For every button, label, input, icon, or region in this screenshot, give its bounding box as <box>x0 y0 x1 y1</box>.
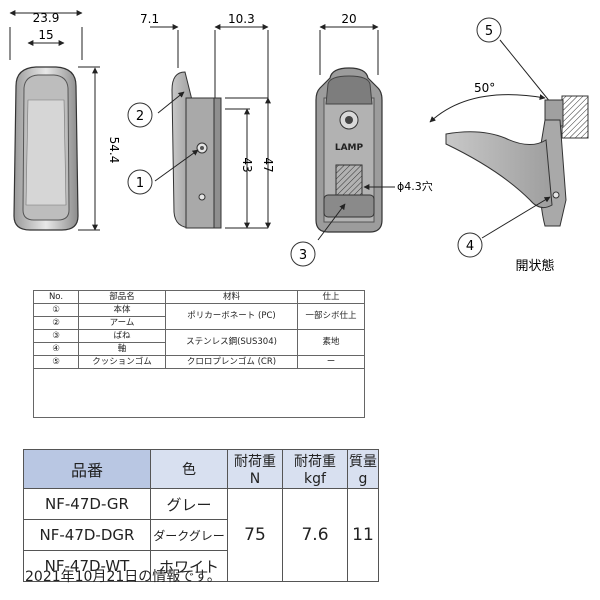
spec-part-number: NF-47D-WT <box>23 550 151 582</box>
table-row: ① 本体 ポリカーボネート (PC) 一部シボ仕上 <box>33 303 365 330</box>
parts-header-material: 材料 <box>165 290 298 304</box>
table-row: NF-47D-DGR ダークグレー <box>23 519 379 551</box>
part-material: ステンレス鋼(SUS304) <box>165 329 298 356</box>
parts-header-name: 部品名 <box>78 290 166 304</box>
dim-height-47: 47 <box>261 157 275 172</box>
callout-5: 5 <box>476 17 502 43</box>
blank-cell <box>33 368 365 418</box>
part-no: ③ <box>33 329 79 343</box>
technical-drawing: 23.9 15 54.4 7.1 10.3 43 47 <box>9 10 589 274</box>
spec-load-n: 75 <box>227 488 283 582</box>
dim-height-43: 43 <box>240 157 254 172</box>
part-no: ① <box>33 303 79 317</box>
part-no: ⑤ <box>33 355 79 369</box>
dim-width-inner: 15 <box>38 28 53 42</box>
spec-color: グレー <box>150 488 228 520</box>
part-material: クロロプレンゴム (CR) <box>165 355 298 369</box>
part-no: ④ <box>33 342 79 356</box>
spec-mass: 11 <box>347 488 379 582</box>
part-name: ばね <box>78 329 166 343</box>
dim-hole: ϕ4.3穴 <box>397 179 433 193</box>
table-row: NF-47D-WT ホワイト <box>23 550 379 582</box>
part-name: 軸 <box>78 342 166 356</box>
part-finish: 一部シボ仕上 <box>297 303 365 330</box>
dim-height-side: 54.4 <box>107 137 121 164</box>
callout-4: 4 <box>457 232 483 258</box>
spec-header-load-n: 耐荷重N <box>227 449 283 489</box>
spec-header-color: 色 <box>150 449 228 489</box>
rear-view: 20 LAMP ϕ4.3穴 <box>315 12 433 241</box>
spec-table-header: 品番 色 耐荷重N 耐荷重kgf 質量g <box>23 449 379 489</box>
parts-table-header: No. 部品名 材料 仕上 <box>33 290 365 304</box>
part-material: ポリカーボネート (PC) <box>165 303 298 330</box>
spec-part-number: NF-47D-GR <box>23 488 151 520</box>
table-blank-row <box>33 368 365 418</box>
part-finish: 素地 <box>297 329 365 356</box>
svg-text:5: 5 <box>485 24 493 39</box>
parts-header-no: No. <box>33 290 79 304</box>
dim-width-outer: 23.9 <box>33 11 60 25</box>
part-no: ② <box>33 316 79 330</box>
part-finish: ー <box>297 355 365 369</box>
part-name: クッションゴム <box>78 355 166 369</box>
svg-text:2: 2 <box>136 109 144 124</box>
spec-header-load-kgf: 耐荷重kgf <box>282 449 348 489</box>
callout-1: 1 <box>127 169 153 195</box>
dim-angle: 50° <box>474 81 495 95</box>
svg-text:1: 1 <box>136 176 144 191</box>
table-row: NF-47D-GR グレー 75 7.6 11 <box>23 488 379 582</box>
spec-header-mass: 質量g <box>347 449 379 489</box>
svg-text:3: 3 <box>299 248 307 263</box>
dim-offset-right: 10.3 <box>228 12 255 26</box>
part-name: アーム <box>78 316 166 330</box>
spec-load-kgf: 7.6 <box>282 488 348 582</box>
callout-2: 2 <box>127 102 153 128</box>
callout-3: 3 <box>290 241 316 267</box>
logo-lamp: LAMP <box>335 143 364 153</box>
dim-depth: 20 <box>341 12 356 26</box>
table-row: ⑤ クッションゴム クロロプレンゴム (CR) ー <box>33 355 365 369</box>
open-state-view: 50° 開状態 <box>429 39 589 274</box>
spec-color: ダークグレー <box>150 519 228 551</box>
part-name: 本体 <box>78 303 166 317</box>
svg-text:4: 4 <box>466 239 474 254</box>
spec-part-number: NF-47D-DGR <box>23 519 151 551</box>
spec-color: ホワイト <box>150 550 228 582</box>
spec-table: 品番 色 耐荷重N 耐荷重kgf 質量g NF-47D-GR グレー 75 7.… <box>23 449 379 582</box>
spec-header-part: 品番 <box>23 449 151 489</box>
front-view: 23.9 15 54.4 <box>9 10 121 231</box>
parts-table: No. 部品名 材料 仕上 ① 本体 ポリカーボネート (PC) 一部シボ仕上 … <box>33 290 365 418</box>
parts-header-finish: 仕上 <box>297 290 365 304</box>
side-view: 7.1 10.3 43 47 <box>140 12 275 229</box>
open-state-label: 開状態 <box>515 258 554 274</box>
table-row: ③ ばね ステンレス鋼(SUS304) 素地 <box>33 329 365 356</box>
dim-offset-left: 7.1 <box>140 12 159 26</box>
info-date-note: 2021年10月21日の情報です。 <box>25 569 221 585</box>
